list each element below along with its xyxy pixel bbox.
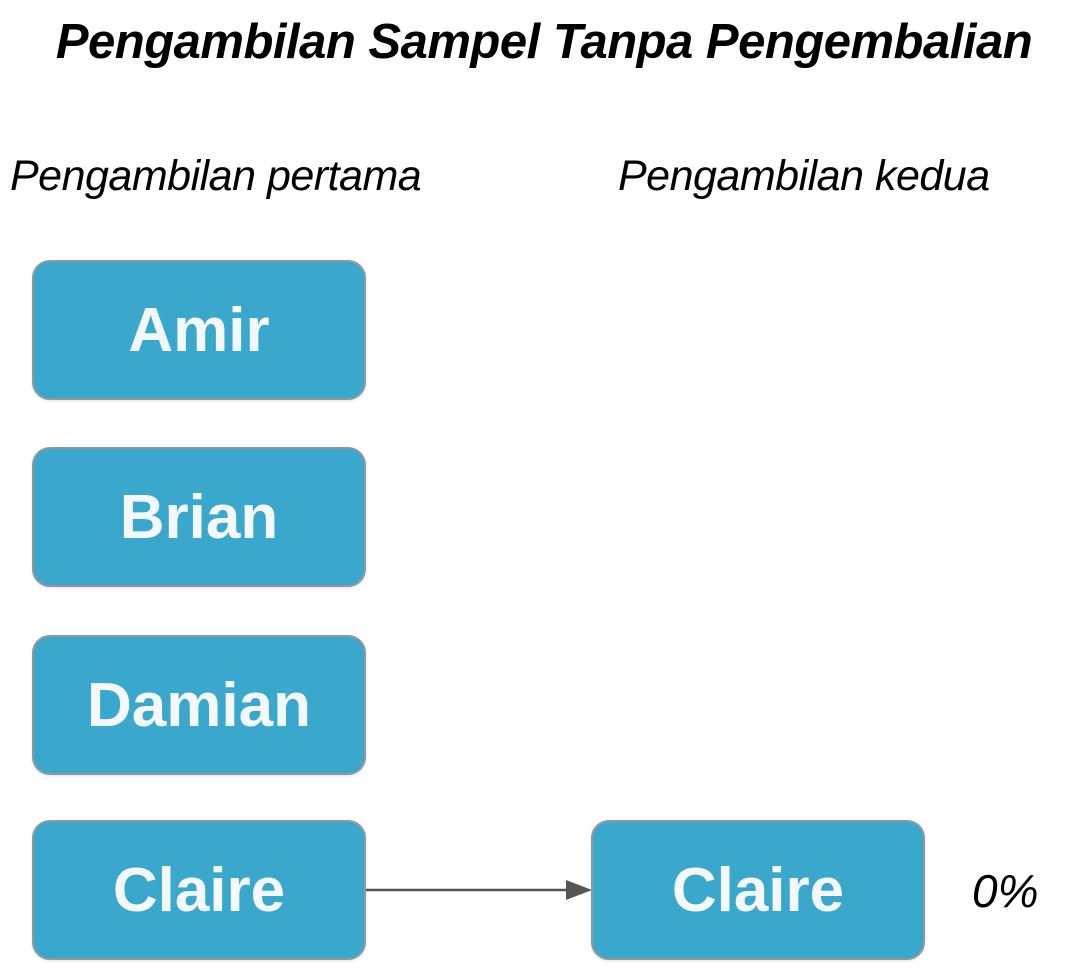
first-draw-box-claire: Claire — [32, 820, 366, 960]
first-draw-box-brian: Brian — [32, 447, 366, 587]
arrow-icon — [366, 880, 592, 900]
probability-label: 0% — [972, 865, 1039, 917]
first-draw-box-amir: Amir — [32, 260, 366, 400]
first-draw-box-damian: Damian — [32, 635, 366, 775]
diagram-title: Pengambilan Sampel Tanpa Pengembalian — [55, 15, 1033, 69]
first-draw-label: Pengambilan pertama — [10, 152, 422, 200]
second-draw-label: Pengambilan kedua — [618, 152, 990, 200]
second-draw-box-claire: Claire — [591, 820, 925, 960]
